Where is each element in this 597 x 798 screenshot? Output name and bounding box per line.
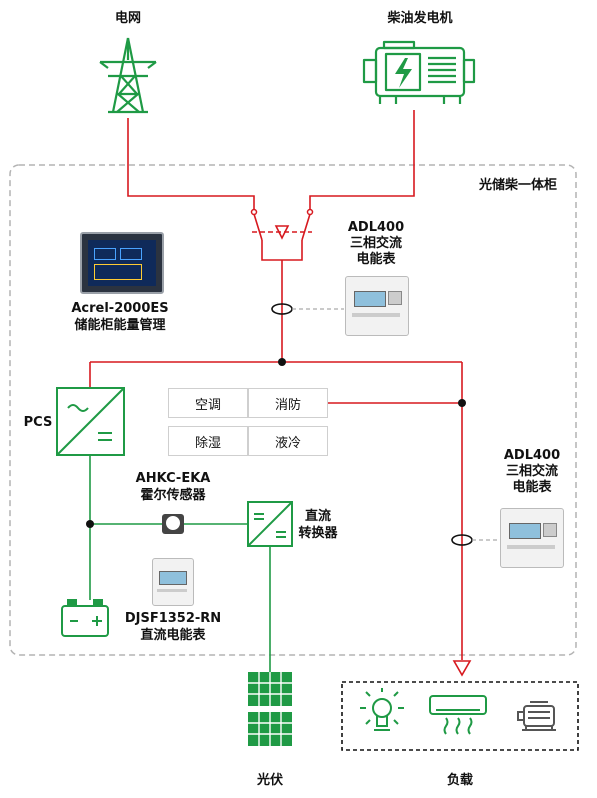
load-arrow bbox=[452, 660, 472, 677]
hall-sensor-icon bbox=[162, 514, 184, 534]
load-box bbox=[341, 681, 579, 751]
solar-panel-icon bbox=[248, 672, 292, 746]
pcs-label: PCS bbox=[23, 415, 53, 430]
battery-icon bbox=[61, 599, 109, 637]
aux-box-liquid-cooling: 液冷 bbox=[248, 426, 328, 456]
transmission-tower-icon bbox=[99, 37, 157, 114]
cabinet-border bbox=[9, 164, 577, 656]
ac-bus-node bbox=[278, 358, 286, 366]
load-label: 负载 bbox=[446, 773, 473, 788]
meter-device-right bbox=[500, 508, 564, 568]
air-conditioner-icon bbox=[429, 695, 487, 735]
dc-meter-device bbox=[152, 558, 194, 606]
aux-box-ac: 空调 bbox=[168, 388, 248, 418]
aux-box-fire: 消防 bbox=[248, 388, 328, 418]
motor-icon bbox=[517, 701, 556, 731]
dcdc-label: 直流转换器 bbox=[298, 509, 338, 541]
ac-lines bbox=[89, 110, 463, 660]
grid-label: 电网 bbox=[114, 11, 141, 26]
aux-box-dehumid: 除湿 bbox=[168, 426, 248, 456]
pv-label: 光伏 bbox=[256, 773, 283, 788]
ems-screen bbox=[80, 232, 164, 294]
lamp-icon bbox=[360, 688, 404, 731]
aux-node bbox=[458, 399, 466, 407]
generator-icon bbox=[362, 40, 476, 104]
dc-bus-node bbox=[86, 520, 94, 528]
meter-device-top bbox=[345, 276, 409, 336]
pcs-converter-icon bbox=[56, 387, 125, 456]
cabinet-label: 光储柴一体柜 bbox=[478, 178, 557, 193]
dcdc-converter-icon bbox=[247, 501, 293, 547]
diesel-label: 柴油发电机 bbox=[387, 11, 453, 26]
